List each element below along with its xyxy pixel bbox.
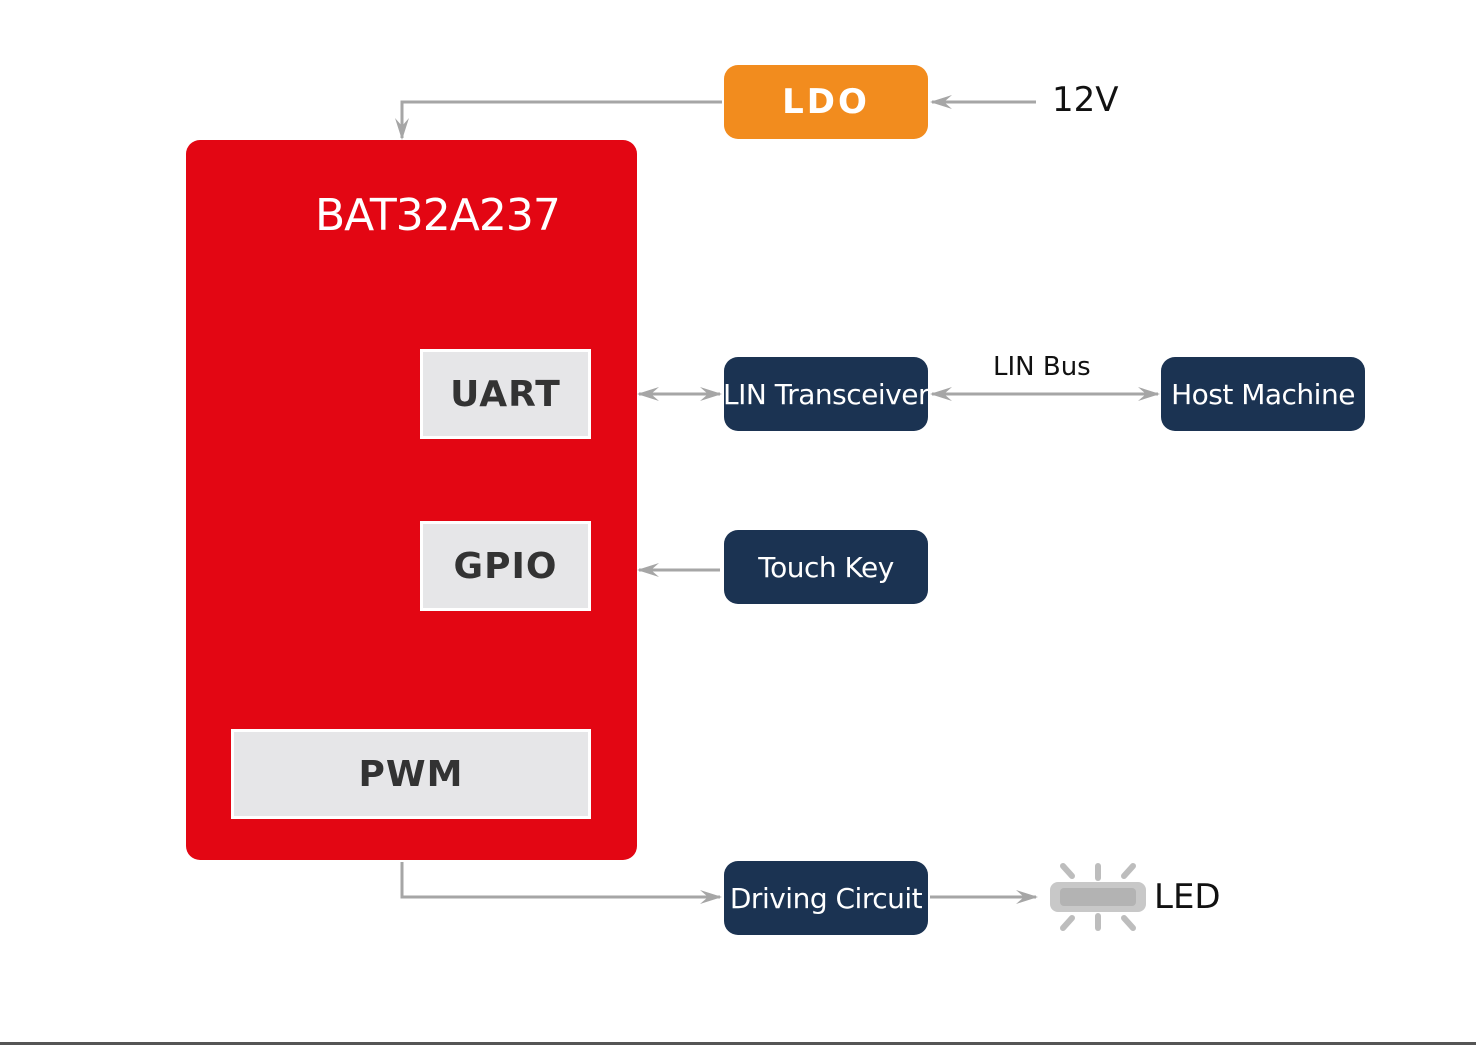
- gpio-peripheral: GPIO: [420, 521, 591, 611]
- led-label: LED: [1154, 877, 1221, 917]
- lin-transceiver-block: LIN Transceiver: [723, 357, 929, 431]
- lin-bus-label: LIN Bus: [993, 352, 1091, 382]
- mcu-to-driver-line: [400, 862, 722, 904]
- ldo-block: LDO: [724, 65, 928, 139]
- uart-peripheral: UART: [420, 349, 591, 439]
- pwm-peripheral: PWM: [231, 729, 591, 819]
- driving-circuit-block: Driving Circuit: [724, 861, 928, 935]
- bottom-border: [0, 1042, 1476, 1045]
- mcu-title: BAT32A237: [315, 190, 561, 241]
- input-voltage-label: 12V: [1052, 80, 1119, 120]
- touch-key-block: Touch Key: [724, 530, 928, 604]
- led-bulb-icon: [1050, 863, 1146, 931]
- ldo-to-mcu-line: [395, 100, 722, 140]
- host-machine-block: Host Machine: [1161, 357, 1365, 431]
